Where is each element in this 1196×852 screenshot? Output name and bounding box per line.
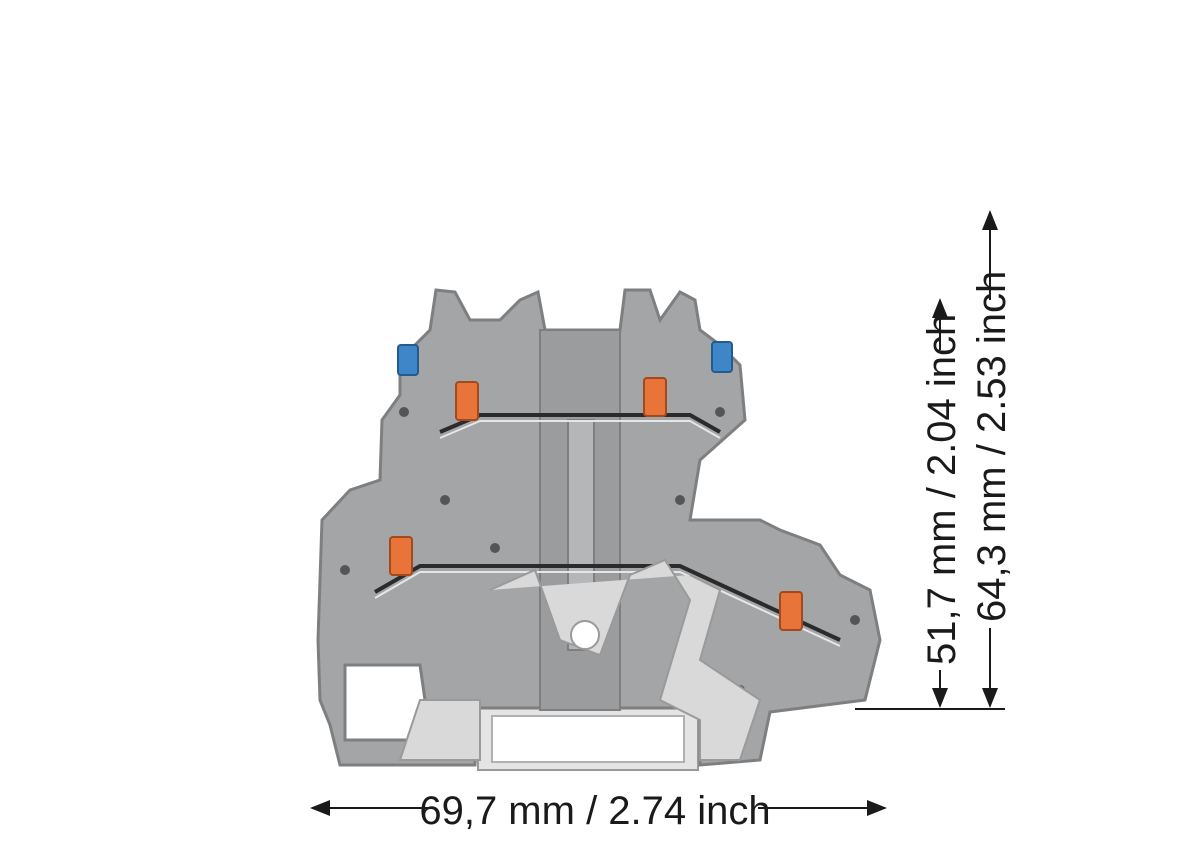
din-rail — [477, 707, 699, 771]
lever-upper-left — [455, 381, 479, 421]
width-label: 69,7 mm / 2.74 inch — [419, 789, 770, 833]
marker-right — [711, 341, 733, 373]
lever-upper-right — [643, 377, 667, 417]
height-dimensions: 51,7 mm / 2.04 inch 64,3 mm / 2.53 inch — [855, 210, 1014, 710]
lever-lower-left — [389, 536, 413, 576]
height-inner-label: 51,7 mm / 2.04 inch — [920, 314, 964, 665]
orange-levers — [389, 377, 803, 631]
rail-clip — [398, 558, 762, 761]
lever-lower-right — [779, 591, 803, 631]
blue-markers — [397, 341, 733, 376]
height-outer-label: 64,3 mm / 2.53 inch — [970, 271, 1014, 622]
width-dimension: 69,7 mm / 2.74 inch — [310, 785, 887, 833]
marker-left — [397, 344, 419, 376]
